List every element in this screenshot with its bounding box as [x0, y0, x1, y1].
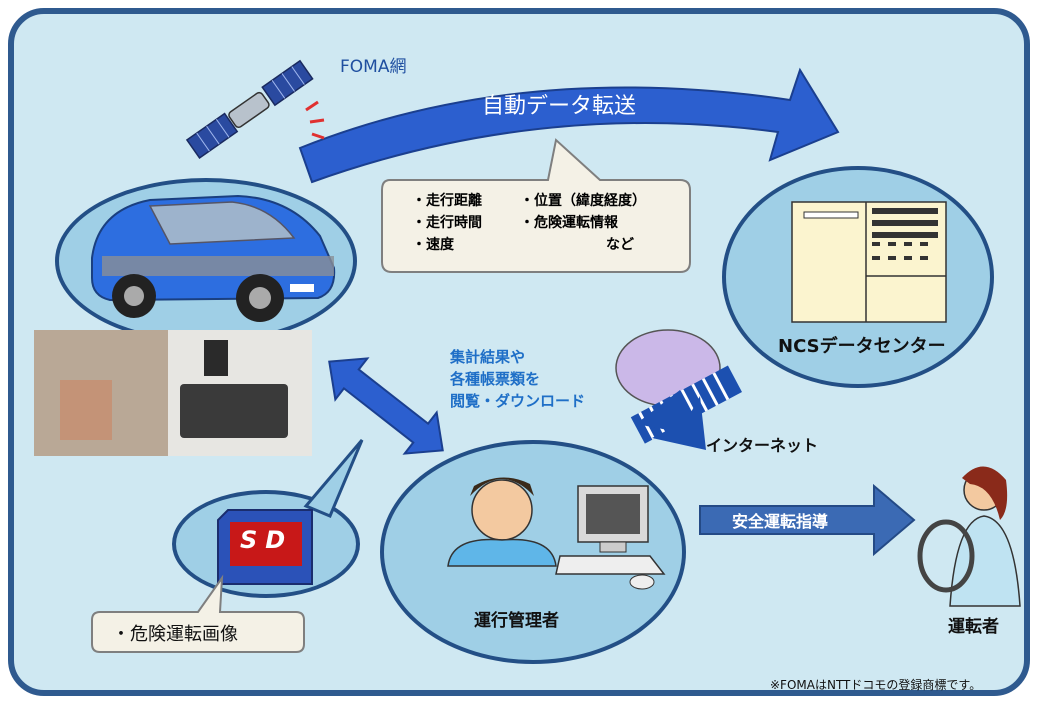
sd-card-icon	[217, 509, 313, 585]
internet-arrow-head	[636, 390, 706, 450]
callout-col2: ・位置（緯度経度） ・危険運転情報 など	[520, 190, 646, 253]
callout-col1: ・走行距離 ・走行時間 ・速度	[412, 190, 482, 253]
network-label: FOMA網	[340, 57, 407, 77]
aggregate-line-1: 集計結果や	[450, 348, 526, 366]
callout-item-position: ・位置（緯度経度）	[520, 193, 646, 209]
internet-label: インターネット	[706, 436, 819, 455]
car-icon	[91, 194, 336, 322]
aggregate-line-3: 閲覧・ダウンロード	[450, 392, 586, 410]
callout-item-danger: ・危険運転情報	[520, 215, 618, 231]
aggregate-line-2: 各種帳票類を	[450, 370, 541, 388]
callout-item-time: ・走行時間	[412, 215, 482, 231]
driver-label: 運転者	[948, 617, 999, 637]
callout-item-distance: ・走行距離	[412, 193, 482, 209]
datacenter-label: NCSデータセンター	[778, 336, 946, 357]
safety-arrow	[699, 483, 916, 557]
sd-bubble-tail	[303, 439, 364, 518]
sd-callout-bubble	[91, 574, 305, 653]
transfer-arrow	[298, 67, 840, 184]
satellite-icon	[185, 59, 314, 160]
callout-item-etc: など	[606, 237, 634, 253]
signal-icon	[305, 100, 325, 140]
footnote: ※FOMAはNTTドコモの登録商標です。	[770, 678, 982, 692]
data-callout-bubble	[381, 138, 691, 273]
sd-label: SD	[240, 526, 294, 554]
driver-person-icon	[917, 466, 1021, 607]
manager-person-icon	[447, 477, 557, 567]
computer-icon	[555, 485, 666, 590]
manager-label: 運行管理者	[474, 611, 559, 631]
transfer-label: 自動データ転送	[482, 94, 637, 119]
datacenter-document-icon	[791, 201, 947, 323]
callout-item-speed: ・速度	[412, 237, 454, 253]
bidirectional-arrow	[328, 357, 444, 455]
sd-callout-text: ・危険運転画像	[112, 624, 238, 645]
safety-label: 安全運転指導	[732, 512, 829, 531]
aggregate-text: 集計結果や 各種帳票類を 閲覧・ダウンロード	[450, 346, 585, 412]
